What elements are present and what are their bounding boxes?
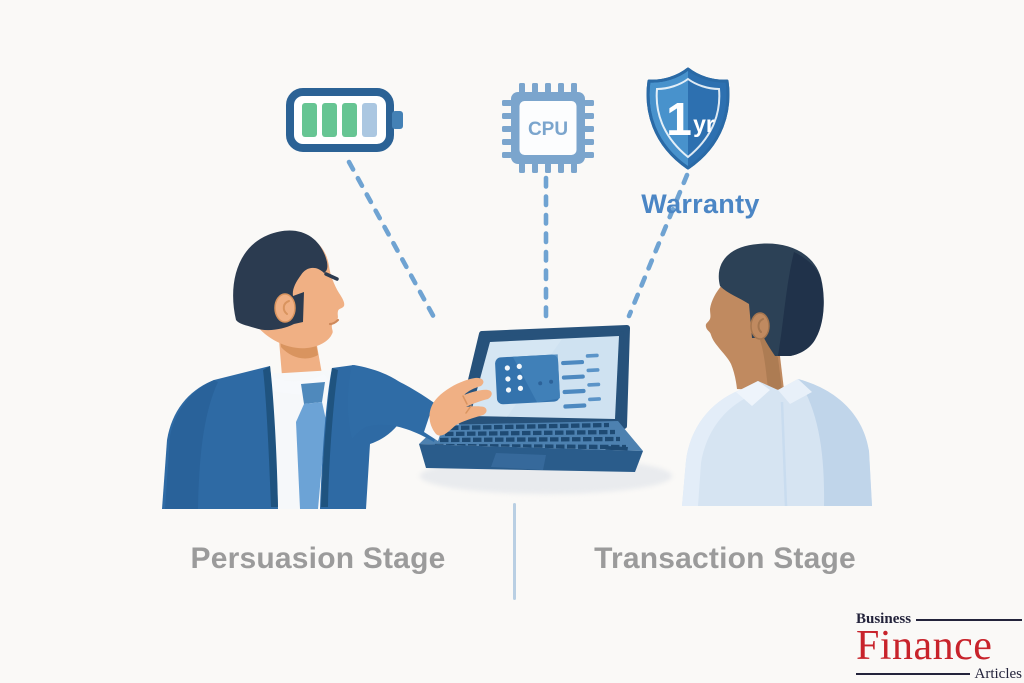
battery-bar-full — [342, 103, 357, 137]
salesperson-mouth — [328, 318, 340, 326]
salesperson-arm — [347, 365, 444, 442]
logo-business: Business — [856, 611, 912, 627]
salesperson-eyebrow — [324, 272, 339, 281]
salesperson-hand — [429, 377, 492, 436]
brand-logo: Business Finance Articles — [856, 612, 1022, 682]
warranty-shield-icon: 1 yr — [646, 67, 730, 170]
salesperson-tie-knot — [301, 382, 325, 404]
persuasion-stage-label: Persuasion Stage — [190, 542, 446, 575]
battery-bar-empty — [362, 103, 377, 137]
customer-shirt-highlight — [682, 390, 750, 506]
laptop-keyboard — [434, 422, 628, 451]
customer-illustration — [682, 243, 872, 507]
salesperson-ear — [274, 293, 296, 323]
battery-bar-full — [322, 103, 337, 137]
cpu-icon: CPU — [502, 83, 594, 173]
customer-collar-left — [736, 381, 770, 406]
battery-terminal — [392, 111, 403, 129]
dashed-connector-warranty — [626, 172, 690, 319]
warranty-label: Warranty — [641, 189, 760, 219]
salesperson-illustration — [162, 230, 492, 509]
salesperson-lapel-left — [263, 366, 278, 507]
salesperson-lapel-right — [321, 368, 338, 507]
salesperson-tie — [296, 402, 326, 509]
customer-shirt-shadow — [798, 379, 872, 506]
laptop-illustration — [419, 325, 643, 472]
customer-collar-right — [778, 379, 812, 404]
screen-product-panel — [495, 354, 561, 405]
laptop-trackpad — [491, 453, 546, 470]
customer-neck-shadow — [760, 338, 782, 390]
logo-finance: Finance — [856, 623, 993, 669]
customer-face — [705, 284, 758, 390]
warranty-duration: 1 — [666, 93, 692, 145]
stage-divider — [513, 503, 516, 600]
warranty-unit: yr — [693, 111, 715, 137]
logo-articles: Articles — [974, 665, 1022, 682]
dashed-connector-battery — [346, 159, 439, 324]
battery-icon — [286, 88, 403, 152]
cpu-label: CPU — [528, 119, 568, 140]
salesperson-hair — [233, 230, 328, 331]
battery-bar-full — [302, 103, 317, 137]
cpu-pins — [502, 83, 594, 173]
customer-ear — [750, 312, 770, 340]
transaction-stage-label: Transaction Stage — [594, 542, 856, 575]
screen-text-lines — [561, 353, 602, 409]
customer-hair-shadow — [778, 252, 824, 356]
